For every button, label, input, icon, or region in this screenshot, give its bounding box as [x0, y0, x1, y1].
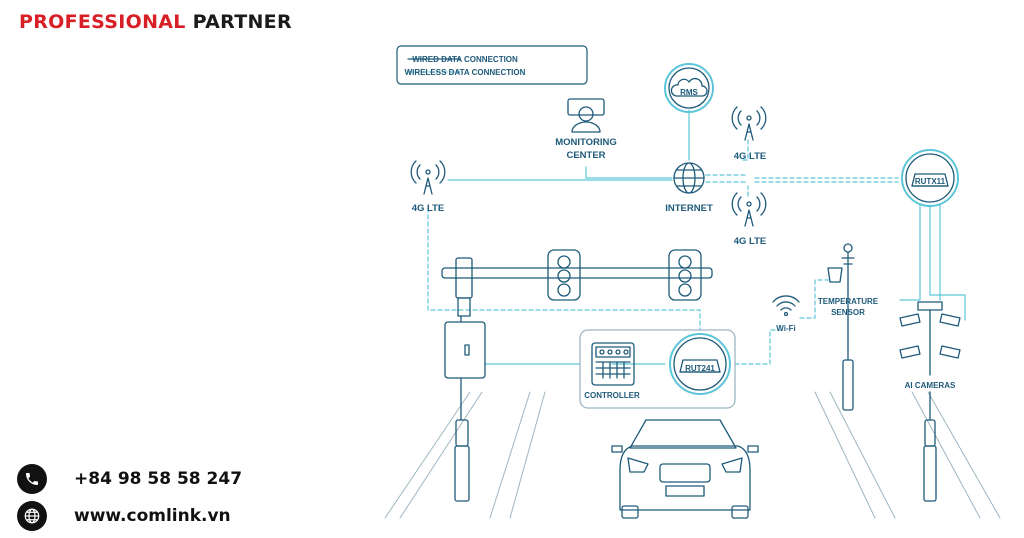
lte-tower-left-icon: [410, 160, 446, 195]
traffic-light-gantry: [441, 249, 713, 317]
signal-cabinet-icon: [444, 315, 486, 502]
wireless-connections: [427, 139, 899, 365]
wired-connections: [447, 109, 966, 365]
internet-label: INTERNET: [665, 203, 713, 214]
legend-wired: WIRED DATA CONNECTION: [412, 55, 518, 64]
website-contact[interactable]: www.comlink.vn: [17, 501, 231, 531]
lte-bottom-label: 4G LTE: [734, 236, 767, 247]
rms-cloud-icon: [664, 63, 714, 113]
ai-cameras-icon: [899, 301, 961, 502]
brand-title: PROFESSIONAL PARTNER: [19, 11, 292, 33]
lte-tower-top-icon: [731, 106, 767, 141]
legend-wireless: WIRELESS DATA CONNECTION: [405, 68, 526, 77]
legend: [396, 45, 588, 85]
globe-icon: [17, 501, 47, 531]
rutx11-router-icon: [901, 149, 959, 207]
lte-tower-bottom-icon: [731, 192, 767, 227]
controller-group: [579, 329, 736, 409]
network-diagram: WIRED DATA CONNECTION WIRELESS DATA CONN…: [384, 45, 1001, 519]
rms-label: RMS: [680, 88, 698, 97]
brand-rest: PARTNER: [192, 11, 292, 33]
road-lines: [384, 391, 1001, 519]
monitoring-label-1: MONITORING: [555, 137, 617, 148]
phone-icon: [17, 464, 47, 494]
phone-number[interactable]: +84 98 58 58 247: [74, 469, 243, 489]
rut241-label: RUT241: [685, 364, 715, 373]
lte-top-label: 4G LTE: [734, 151, 767, 162]
lte-left-label: 4G LTE: [412, 203, 445, 214]
rutx11-label: RUTX11: [915, 177, 946, 186]
controller-label: CONTROLLER: [584, 391, 640, 400]
traffic-light-left-icon: [547, 249, 581, 301]
traffic-light-right-icon: [668, 249, 702, 301]
wifi-icon: [772, 295, 800, 317]
internet-globe-icon: [673, 162, 705, 194]
rut241-router-icon: [669, 333, 731, 395]
temp-label-2: SENSOR: [831, 308, 865, 317]
phone-contact[interactable]: +84 98 58 58 247: [17, 464, 242, 494]
monitoring-label-2: CENTER: [566, 150, 605, 161]
website-url[interactable]: www.comlink.vn: [74, 506, 231, 526]
temperature-sensor-icon: [827, 243, 855, 411]
ai-cameras-label: AI CAMERAS: [905, 381, 956, 390]
brand-highlight: PROFESSIONAL: [19, 11, 186, 33]
monitoring-center-icon: [567, 98, 605, 133]
wifi-label: Wi-Fi: [776, 324, 795, 333]
car-icon: [611, 419, 759, 519]
temp-label-1: TEMPERATURE: [818, 297, 879, 306]
